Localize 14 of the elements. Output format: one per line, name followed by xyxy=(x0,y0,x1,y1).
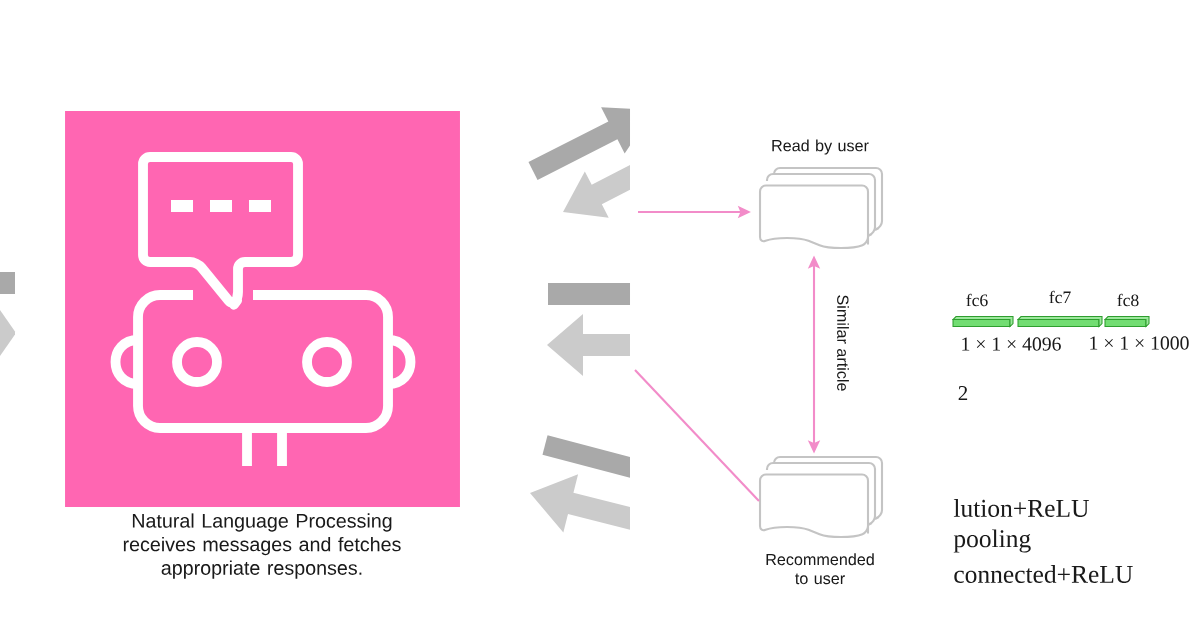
text-label: 2 xyxy=(958,386,968,400)
node-label: Natural Language Processing receives messages and fetches appropriate responses. xyxy=(123,513,401,579)
node-label: Recommended to user xyxy=(766,553,874,585)
edge-label: Similar article xyxy=(834,291,852,395)
legend-text: lution+ReLU xyxy=(953,499,1089,517)
node-label: Read by user xyxy=(772,139,869,155)
layer-label: fc6 xyxy=(966,293,988,307)
size-label: 1 × 1 × 1000 xyxy=(1090,336,1189,350)
size-label: 1 × 1 × 4096 xyxy=(962,337,1061,351)
layer-label: fc7 xyxy=(1049,290,1071,304)
connector-line xyxy=(634,369,760,502)
layer-label: fc8 xyxy=(1117,293,1139,307)
legend-text: connected+ReLU xyxy=(954,565,1133,583)
legend-text: pooling xyxy=(953,529,1031,553)
